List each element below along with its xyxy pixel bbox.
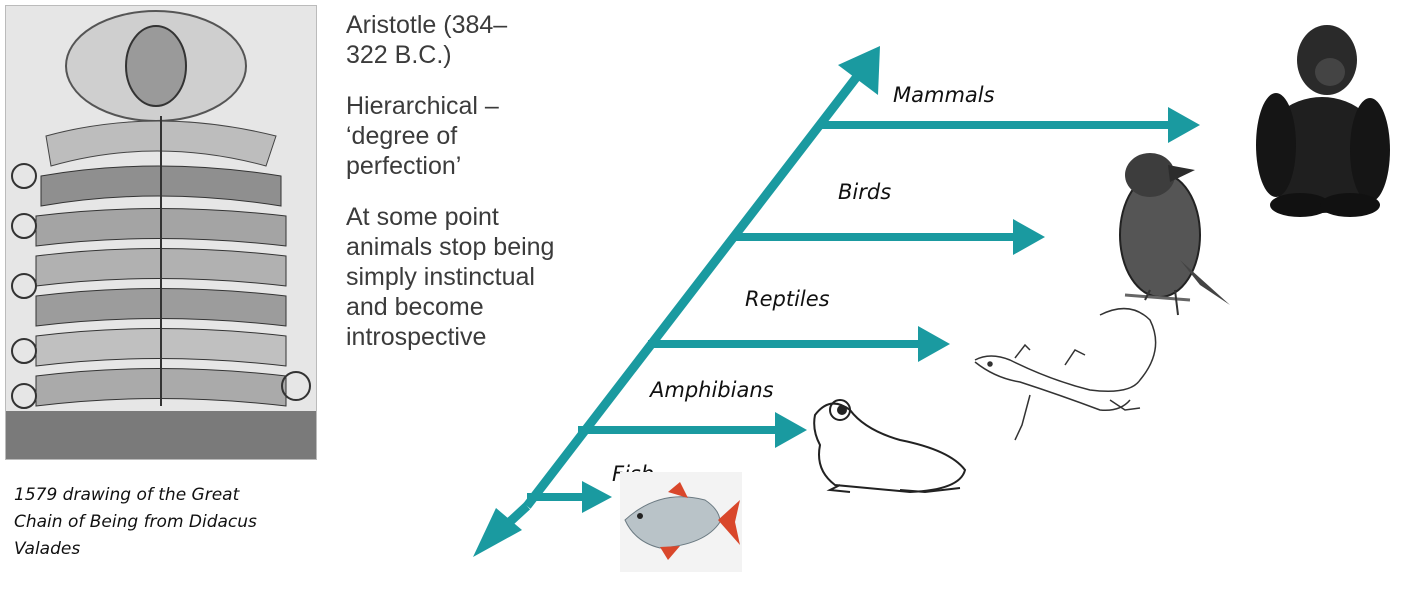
gorilla-illustration xyxy=(1256,25,1390,217)
branch-amphibians-arrow xyxy=(578,412,807,448)
label-amphibians: Amphibians xyxy=(648,378,774,402)
branch-mammals-arrow xyxy=(820,107,1200,143)
frog-illustration xyxy=(814,400,965,492)
crow-illustration xyxy=(1120,153,1230,315)
label-reptiles: Reptiles xyxy=(745,287,830,311)
branch-birds-arrow xyxy=(733,219,1045,255)
fish-illustration xyxy=(620,472,742,572)
label-mammals: Mammals xyxy=(893,83,995,107)
lizard-illustration xyxy=(975,309,1156,440)
branch-reptiles-arrow xyxy=(648,326,950,362)
label-birds: Birds xyxy=(838,180,891,204)
